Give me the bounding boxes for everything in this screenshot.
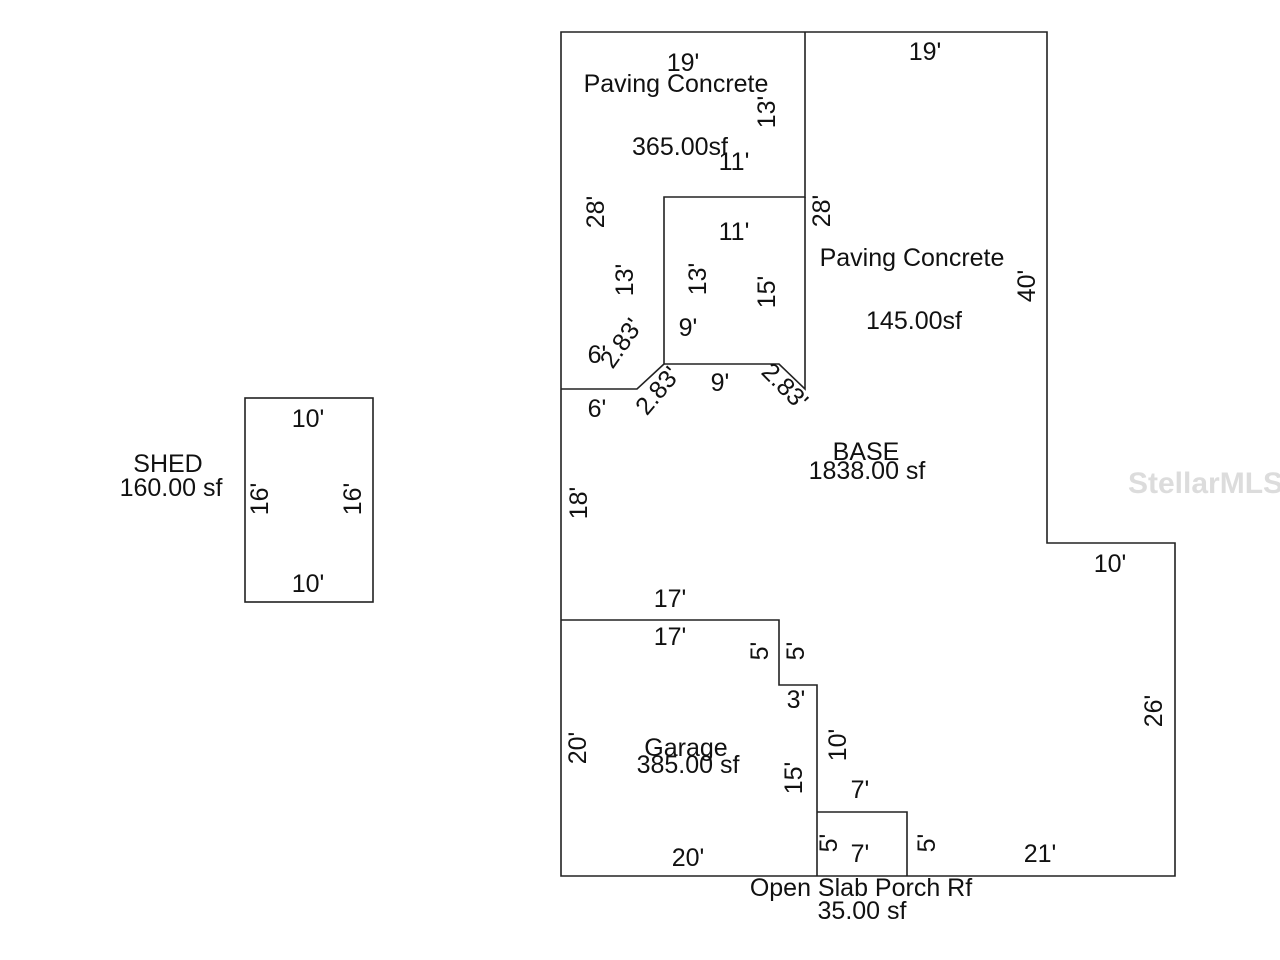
dim-label: 15' xyxy=(753,276,781,309)
dim-label: 10' xyxy=(292,570,325,598)
dim-label: 26' xyxy=(1140,695,1168,728)
dim-label: 18' xyxy=(565,487,593,520)
garage-outline xyxy=(561,619,818,876)
main-outline xyxy=(560,31,1176,877)
dim-label: 9' xyxy=(679,314,698,342)
shed-outline xyxy=(244,397,374,603)
watermark: StellarMLS xyxy=(1128,467,1280,500)
dim-label: 15' xyxy=(780,762,808,795)
dim-label: 10' xyxy=(1094,550,1127,578)
courtyard-outline xyxy=(664,197,806,391)
dim-label: 19' xyxy=(667,49,700,77)
dim-label: 17' xyxy=(654,623,687,651)
dim-label: 28' xyxy=(808,195,836,228)
dim-label: 5' xyxy=(815,834,843,853)
sketch-lines xyxy=(244,31,1176,877)
paving-right-area: 145.00sf xyxy=(866,307,962,335)
dim-label: 21' xyxy=(1024,840,1057,868)
paving-top-name: Paving Concrete xyxy=(584,70,769,98)
dim-label: 5' xyxy=(913,834,941,853)
dim-label: 9' xyxy=(711,369,730,397)
shed-area: 160.00 sf xyxy=(120,474,223,502)
paving-top-outline xyxy=(561,32,806,390)
dim-label: 16' xyxy=(339,483,367,516)
dim-label: 10' xyxy=(292,405,325,433)
dim-label: 10' xyxy=(824,729,852,762)
dim-label: 6' xyxy=(588,395,607,423)
dim-label: 5' xyxy=(746,642,774,661)
dim-label: 13' xyxy=(753,96,781,129)
dim-label: 3' xyxy=(787,686,806,714)
garage-area: 385.00 sf xyxy=(637,751,740,779)
dim-label: 2.83' xyxy=(630,361,686,420)
base-area: 1838.00 sf xyxy=(809,457,926,485)
dim-label: 13' xyxy=(684,263,712,296)
base-name: BASE xyxy=(833,438,900,466)
shed-name: SHED xyxy=(133,450,202,478)
dim-label: 16' xyxy=(246,483,274,516)
dim-label: 20' xyxy=(564,732,592,765)
dim-label: 28' xyxy=(582,196,610,229)
dim-label: 5' xyxy=(782,642,810,661)
dim-label: 7' xyxy=(851,776,870,804)
dim-label: 20' xyxy=(672,844,705,872)
garage-name: Garage xyxy=(644,734,727,762)
dim-label: 13' xyxy=(611,264,639,297)
dim-label: 40' xyxy=(1013,270,1041,303)
dim-label: 11' xyxy=(719,218,750,246)
paving-right-name: Paving Concrete xyxy=(820,244,1005,272)
dim-label: 6' xyxy=(588,341,607,369)
dim-label: 7' xyxy=(851,840,870,868)
paving-top-area: 365.00sf xyxy=(632,133,728,161)
dim-label: 11' xyxy=(719,148,750,176)
porch-outline xyxy=(817,811,908,876)
porch-name: Open Slab Porch Rf xyxy=(750,874,972,902)
dim-label: 17' xyxy=(654,585,687,613)
porch-area: 35.00 sf xyxy=(818,897,907,925)
dim-label: 19' xyxy=(909,38,942,66)
